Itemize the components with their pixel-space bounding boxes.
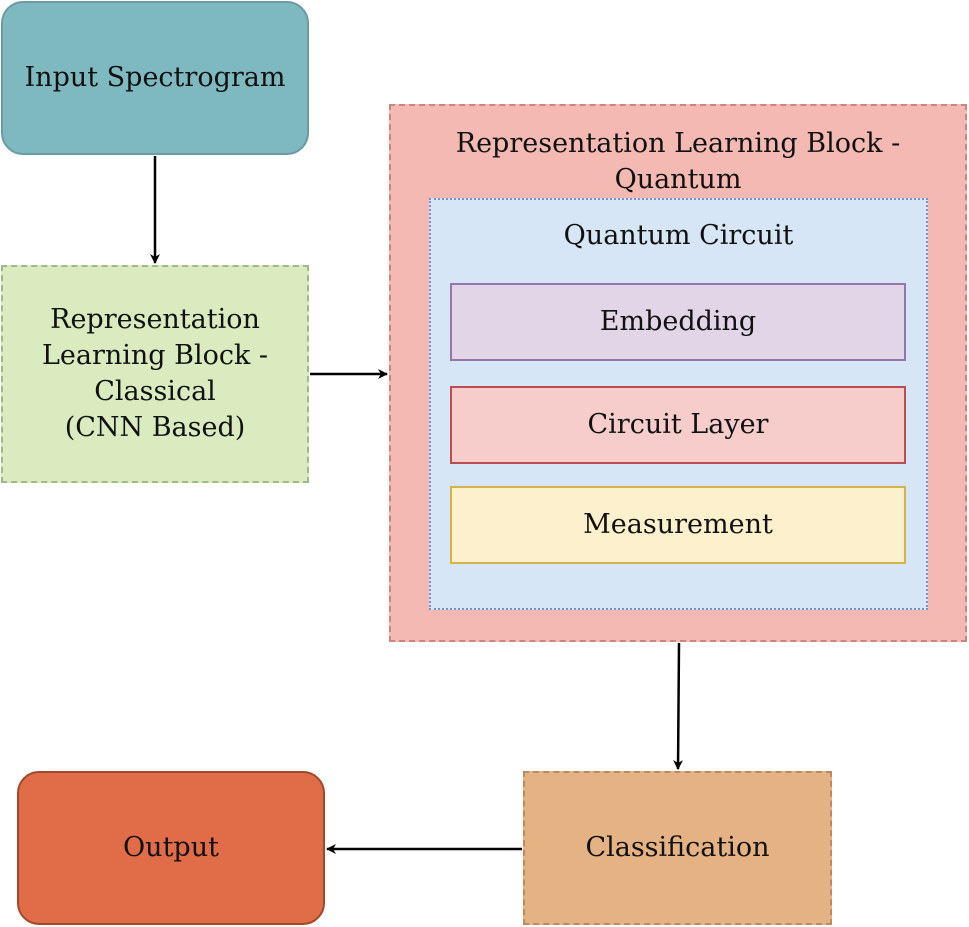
output-node: Output	[17, 771, 325, 925]
arrow-quantum-to-classification	[673, 642, 684, 770]
input-spectrogram-node: Input Spectrogram	[1, 1, 309, 155]
quantum-block-title: Representation Learning Block - Quantum	[455, 128, 901, 195]
classical-block-label: Representation Learning Block - Classica…	[41, 304, 269, 443]
output-label: Output	[123, 832, 219, 863]
classification-node: Classification	[523, 771, 832, 925]
measurement-node: Measurement	[450, 486, 906, 564]
circuit-layer-label: Circuit Layer	[587, 409, 769, 440]
embedding-node: Embedding	[450, 283, 906, 361]
embedding-label: Embedding	[599, 306, 757, 337]
input-spectrogram-label: Input Spectrogram	[24, 62, 286, 93]
measurement-label: Measurement	[583, 509, 773, 540]
classical-block-node: Representation Learning Block - Classica…	[1, 265, 309, 483]
quantum-circuit-title: Quantum Circuit	[563, 220, 794, 251]
classification-label: Classification	[585, 832, 770, 863]
circuit-layer-node: Circuit Layer	[450, 386, 906, 464]
